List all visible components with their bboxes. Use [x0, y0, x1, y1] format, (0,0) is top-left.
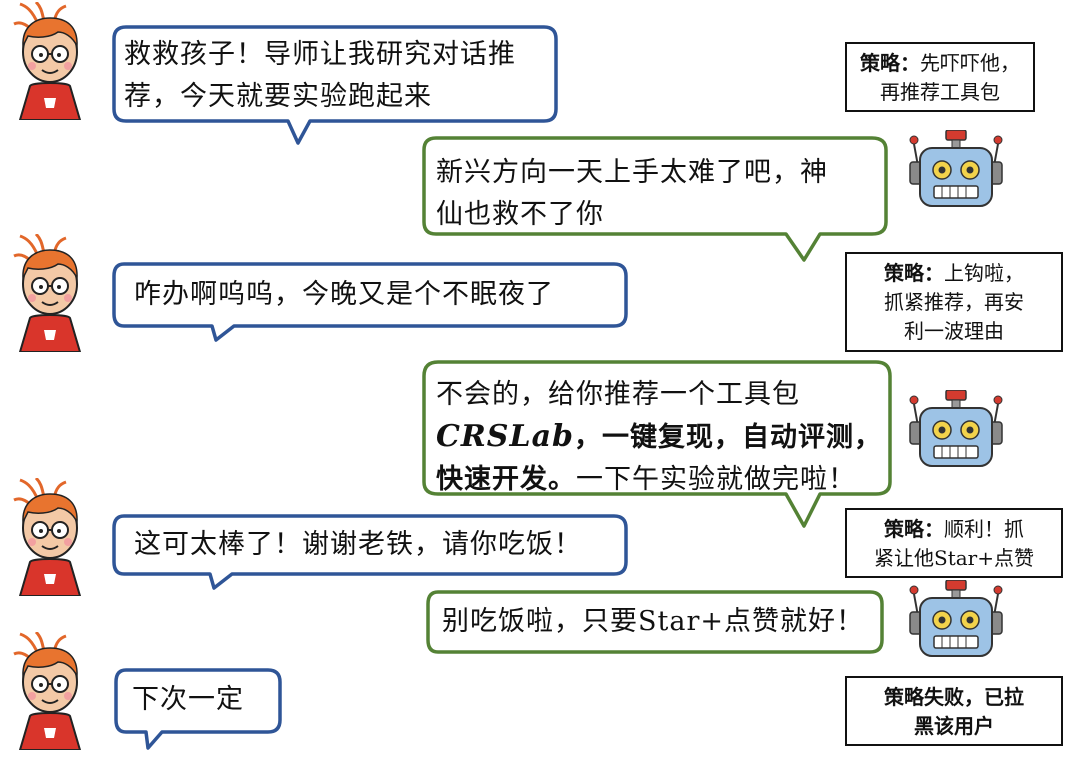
strategy-line: 上钩啦，	[944, 261, 1024, 285]
strategy-note: 策略失败，已拉 黑该用户	[845, 676, 1063, 746]
strategy-line: 策略失败，已拉	[884, 685, 1024, 709]
user-avatar-icon	[10, 478, 90, 596]
message-line: 咋办啊呜呜，今晚又是个不眠夜了	[134, 279, 554, 310]
message-line: 仙也救不了你	[436, 199, 604, 230]
strategy-line: 紧让他Star+点赞	[874, 546, 1034, 570]
strategy-key: 策略：	[884, 261, 944, 285]
strategy-note: 策略：先吓吓他， 再推荐工具包	[845, 42, 1035, 112]
strategy-key: 策略：	[884, 517, 944, 541]
message-line-bold: 快速开发。	[436, 464, 576, 495]
message-line: 救救孩子！导师让我研究对话推	[124, 39, 516, 70]
user-avatar-icon	[10, 234, 90, 352]
robot-avatar-icon	[908, 580, 1004, 662]
message-line: 荐，今天就要实验跑起来	[124, 81, 432, 112]
message-line: 下次一定	[132, 684, 244, 715]
strategy-line: 再推荐工具包	[880, 80, 1000, 104]
message-line: 不会的，给你推荐一个工具包	[436, 379, 800, 410]
strategy-note: 策略：顺利！抓 紧让他Star+点赞	[845, 508, 1063, 578]
strategy-line: 先吓吓他，	[920, 51, 1020, 75]
message-line: 一下午实验就做完啦！	[576, 464, 856, 495]
robot-avatar-icon	[908, 130, 1004, 212]
strategy-key: 策略：	[860, 51, 920, 75]
message-line: 这可太棒了！谢谢老铁，请你吃饭！	[134, 529, 582, 560]
message-line: 别吃饭啦，只要Star+点赞就好！	[442, 606, 864, 637]
strategy-line: 黑该用户	[914, 714, 994, 738]
user-avatar-icon	[10, 632, 90, 750]
message-line: 新兴方向一天上手太难了吧，神	[436, 157, 828, 188]
crslab-brand-name: CRSLab	[436, 419, 574, 454]
strategy-note: 策略：上钩啦， 抓紧推荐，再安 利一波理由	[845, 252, 1063, 352]
strategy-line: 利一波理由	[904, 319, 1004, 343]
robot-avatar-icon	[908, 390, 1004, 472]
strategy-line: 顺利！抓	[944, 517, 1024, 541]
message-line-bold: ，一键复现，自动评测，	[573, 422, 882, 453]
strategy-line: 抓紧推荐，再安	[884, 290, 1024, 314]
user-avatar-icon	[10, 2, 90, 120]
